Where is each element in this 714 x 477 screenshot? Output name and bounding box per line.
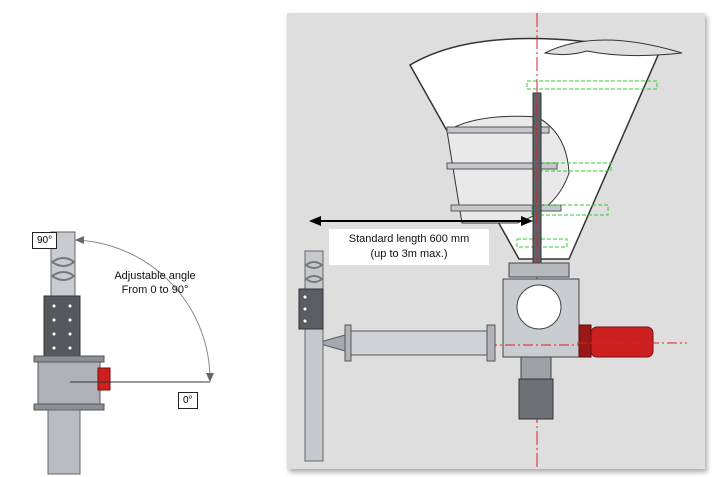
arc-arrow-top xyxy=(75,236,84,244)
angle-caption-line2: From 0 to 90° xyxy=(121,284,189,296)
side-clamp xyxy=(298,288,324,330)
clamp-bolts xyxy=(51,303,73,351)
motor-red-right xyxy=(590,326,654,358)
angle-90-label: 90° xyxy=(32,232,58,249)
agitator-bars xyxy=(446,126,562,212)
length-label-line1: Standard length 600 mm xyxy=(348,233,470,245)
conveyor-nozzle xyxy=(315,334,346,352)
angle-0-label: 0° xyxy=(178,392,198,409)
clamp-section xyxy=(43,295,81,361)
angle-arc xyxy=(74,239,211,383)
valve-housing xyxy=(37,357,101,409)
angle-drawing xyxy=(33,231,214,475)
angle-caption-line1: Adjustable angle xyxy=(114,270,196,282)
adjustable-angle-diagram: 90° 0° Adjustable angle From 0 to 90° xyxy=(0,0,280,477)
motor-red xyxy=(97,367,111,391)
valve-opening xyxy=(516,284,562,330)
screw-spiral xyxy=(51,257,76,281)
conveyor-tube xyxy=(344,330,494,356)
arc-arrow-bottom xyxy=(206,373,214,382)
hopper-drawing xyxy=(298,13,687,469)
hopper-conveyor-diagram: Standard length 600 mm (up to 3m max.) xyxy=(287,13,705,469)
length-label-box: Standard length 600 mm (up to 3m max.) xyxy=(329,229,489,265)
length-label-line2: (up to 3m max.) xyxy=(370,248,448,260)
gearbox xyxy=(518,378,554,420)
